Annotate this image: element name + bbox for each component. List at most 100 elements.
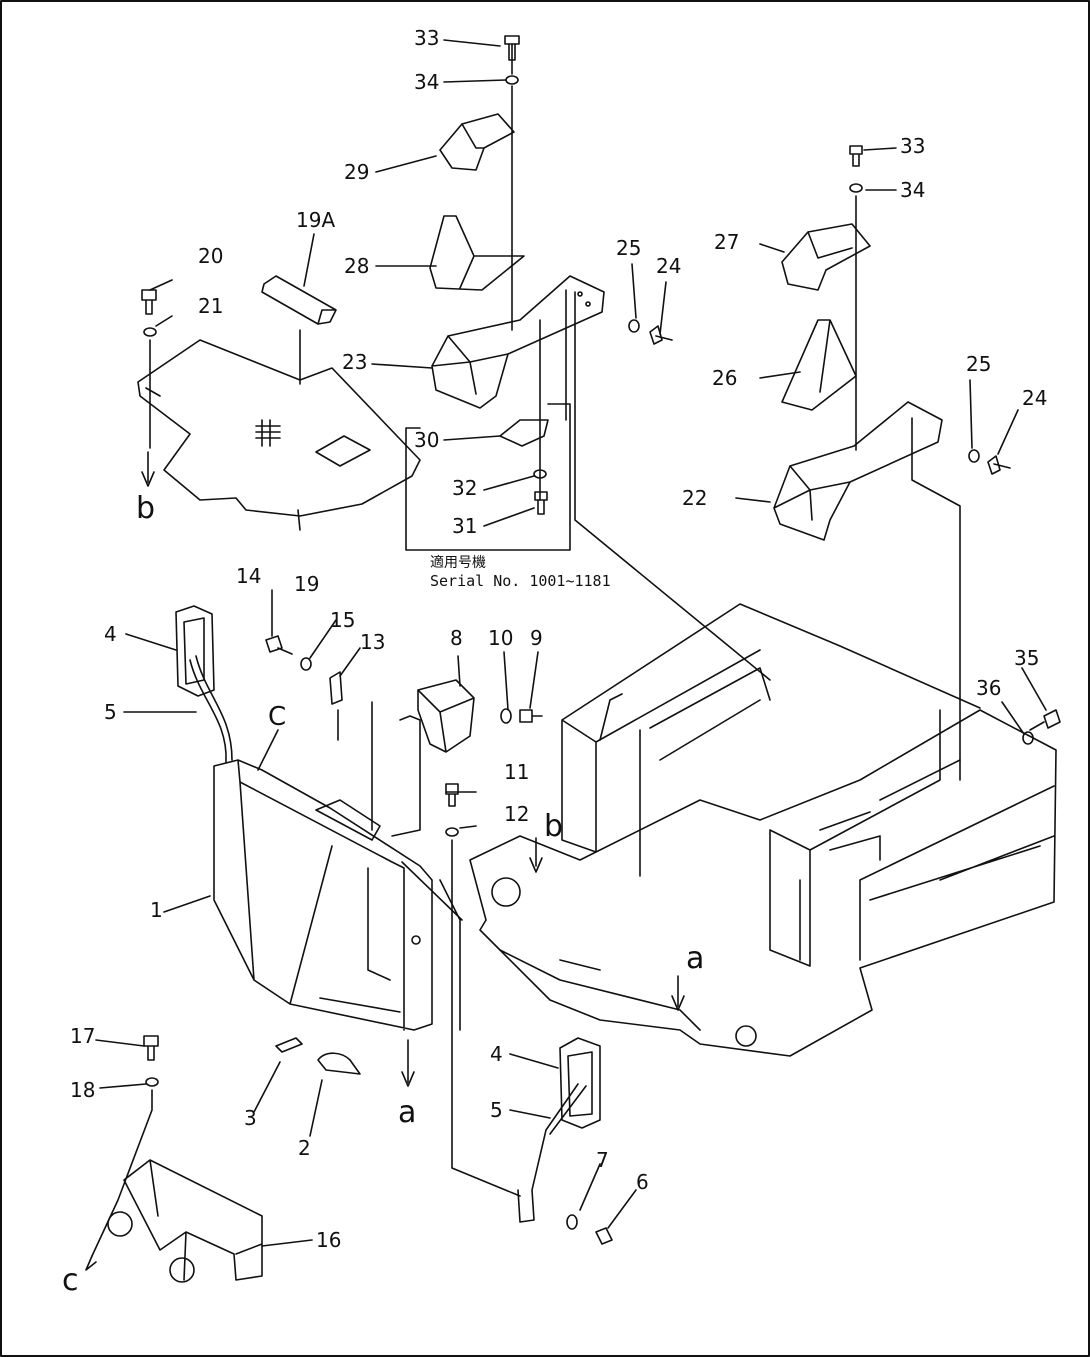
callout-15: 15 xyxy=(330,608,356,632)
part-2-clip xyxy=(317,1052,361,1075)
serial-bracket-box xyxy=(405,403,571,551)
callout-17: 17 xyxy=(70,1024,96,1048)
callout-5-left: 5 xyxy=(104,700,117,724)
part-7-washer xyxy=(566,1214,578,1230)
part-17-bolt xyxy=(143,1035,159,1061)
view-arrow-a-left xyxy=(401,1039,415,1087)
callout-leaders xyxy=(95,39,1047,1247)
part-3-pin xyxy=(275,1037,303,1053)
callout-27: 27 xyxy=(714,230,740,254)
view-mark-b-right: b xyxy=(544,809,564,844)
part-4-mirror-right xyxy=(559,1037,601,1129)
view-arrow-b-right xyxy=(529,837,543,873)
callout-14: 14 xyxy=(236,564,262,588)
callout-33-right: 33 xyxy=(900,134,926,158)
assembly-guide-lines xyxy=(511,43,771,681)
part-25-washer-right xyxy=(968,449,980,463)
serial-note-range: Serial No. 1001~1181 xyxy=(430,572,611,590)
part-33-bolt-right xyxy=(849,145,863,167)
part-22-bracket xyxy=(773,401,943,541)
part-36-washer xyxy=(1022,731,1034,745)
callout-34-right: 34 xyxy=(900,178,926,202)
part-20-bolt xyxy=(141,289,157,315)
callout-30: 30 xyxy=(414,428,440,452)
callout-8: 8 xyxy=(450,626,463,650)
callout-36: 36 xyxy=(976,676,1002,700)
part-5-stay-right xyxy=(517,1083,587,1223)
part-24-bolt-right xyxy=(987,455,1011,475)
callout-19A: 19A xyxy=(296,208,336,232)
callout-23: 23 xyxy=(342,350,368,374)
view-arrow-a-right xyxy=(671,975,685,1011)
callout-10: 10 xyxy=(488,626,514,650)
callout-19: 19 xyxy=(294,572,320,596)
part-4-mirror-left xyxy=(175,605,215,697)
callout-5-right: 5 xyxy=(490,1098,503,1122)
callout-13: 13 xyxy=(360,630,386,654)
main-frame-walls xyxy=(561,603,1055,967)
callout-4-left: 4 xyxy=(104,622,117,646)
callout-4-right: 4 xyxy=(490,1042,503,1066)
part-15-washer xyxy=(300,657,312,671)
callout-29: 29 xyxy=(344,160,370,184)
part-25-washer-mid xyxy=(628,319,640,333)
part-26-boot xyxy=(781,319,857,411)
callout-2: 2 xyxy=(298,1136,311,1160)
callout-7: 7 xyxy=(596,1148,609,1172)
callout-25-mid: 25 xyxy=(616,236,642,260)
part-10-washer xyxy=(500,708,512,724)
view-mark-a-right: a xyxy=(686,941,705,976)
part-27-cover xyxy=(781,223,871,291)
part-14-bolt xyxy=(265,635,293,655)
callout-25-right: 25 xyxy=(966,352,992,376)
view-mark-a-left: a xyxy=(398,1095,417,1130)
callout-34-top: 34 xyxy=(414,70,440,94)
callout-31: 31 xyxy=(452,514,478,538)
callout-28: 28 xyxy=(344,254,370,278)
part-29-cover xyxy=(439,113,515,171)
part-19A-handle xyxy=(261,275,337,325)
callout-12: 12 xyxy=(504,802,530,826)
callout-24-right: 24 xyxy=(1022,386,1048,410)
part-13-clip xyxy=(329,671,343,705)
callout-1: 1 xyxy=(150,898,163,922)
part-5-stay-left xyxy=(189,655,233,763)
main-floor-frame xyxy=(469,709,1057,1057)
part-6-bolt xyxy=(595,1227,613,1245)
callout-24-mid: 24 xyxy=(656,254,682,278)
part-32-washer xyxy=(533,469,547,479)
part-23-bracket xyxy=(431,275,605,409)
part-9-bolt xyxy=(519,709,543,723)
view-arrow-c xyxy=(85,1255,97,1271)
callout-22: 22 xyxy=(682,486,708,510)
part-34-washer-right xyxy=(849,183,863,193)
part-31-bolt xyxy=(534,491,548,515)
callout-C: C xyxy=(268,702,287,732)
part-35-bolt xyxy=(1029,709,1061,731)
part-30-plate xyxy=(499,419,549,447)
callout-3: 3 xyxy=(244,1106,257,1130)
serial-note-jp: 適用号機 xyxy=(430,555,486,571)
callout-26: 26 xyxy=(712,366,738,390)
part-1-housing xyxy=(213,759,433,1031)
callout-11: 11 xyxy=(504,760,530,784)
callout-6: 6 xyxy=(636,1170,649,1194)
callout-16: 16 xyxy=(316,1228,342,1252)
part-8-bracket xyxy=(417,679,475,753)
part-28-boot xyxy=(429,215,525,291)
callout-32: 32 xyxy=(452,476,478,500)
callout-21: 21 xyxy=(198,294,224,318)
part-18-washer xyxy=(145,1077,159,1087)
view-mark-b-left: b xyxy=(136,491,156,526)
callout-18: 18 xyxy=(70,1078,96,1102)
part-16-light-bracket xyxy=(123,1159,263,1281)
callout-9: 9 xyxy=(530,626,543,650)
view-arrow-b-left xyxy=(141,451,155,487)
callout-20: 20 xyxy=(198,244,224,268)
part-21-washer xyxy=(143,327,157,337)
part-24-bolt-mid xyxy=(649,325,673,345)
part-12-washer xyxy=(445,827,459,837)
part-34-washer-top xyxy=(505,75,519,85)
